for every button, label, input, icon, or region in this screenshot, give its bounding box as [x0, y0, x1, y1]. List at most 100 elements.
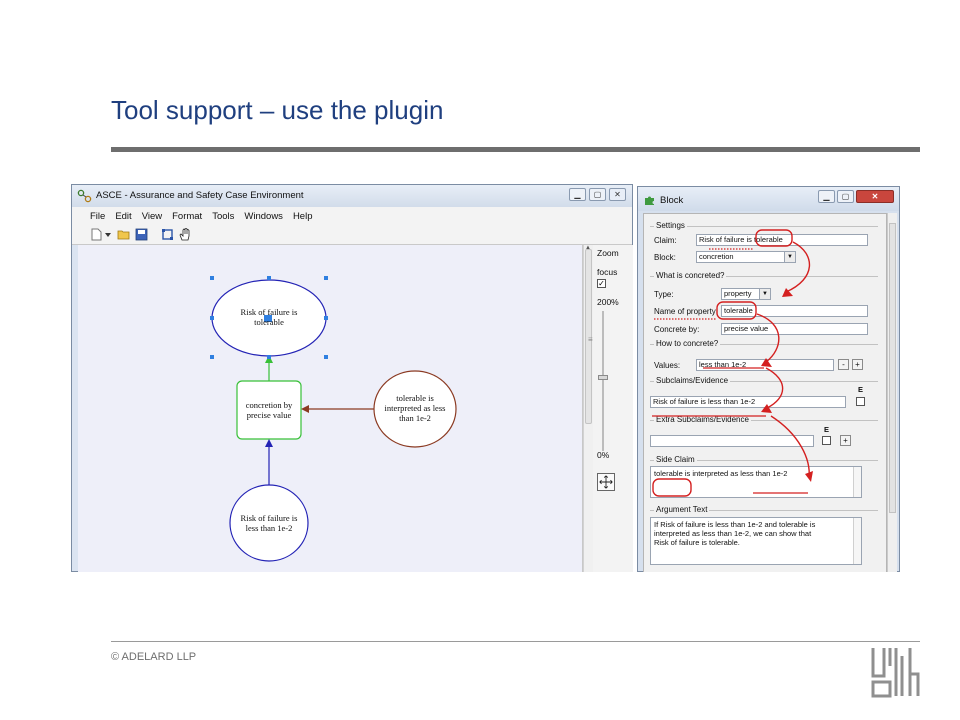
goal-bottom-node[interactable]: Risk of failure is less than 1e-2: [240, 513, 298, 533]
scroll-up-arrow-icon[interactable]: ▲: [585, 245, 591, 251]
claim-field[interactable]: Risk of failure is tolerable: [696, 234, 868, 246]
close-button[interactable]: ✕: [609, 188, 626, 201]
canvas-scroll-thumb[interactable]: ≡: [585, 249, 593, 424]
subclaims-group: Subclaims/Evidence: [650, 376, 878, 385]
canvas-vertical-scrollbar[interactable]: ▲ ≡: [583, 245, 593, 572]
claim-label: Claim:: [654, 236, 677, 245]
zoom-focus-checkbox[interactable]: ✓: [597, 279, 606, 288]
chevron-down-icon: ▼: [759, 289, 770, 299]
add-value-button[interactable]: +: [852, 359, 863, 370]
what-legend: What is concreted?: [654, 271, 727, 280]
argument-textarea[interactable]: If Risk of failure is less than 1e-2 and…: [650, 517, 862, 565]
argument-scrollbar[interactable]: [853, 518, 861, 564]
extra-evidence-label: E: [824, 425, 830, 434]
grip-icon: ≡: [588, 335, 593, 344]
dialog-scrollbar[interactable]: [887, 213, 897, 572]
extra-group: Extra Subclaims/Evidence: [650, 415, 878, 424]
zoom-max-label: 200%: [597, 297, 619, 307]
subclaims-evidence-label: E: [858, 385, 864, 394]
block-dialog-body: Settings Claim: Risk of failure is toler…: [643, 213, 887, 572]
open-folder-icon[interactable]: [117, 228, 130, 241]
asce-window-controls: ▁ ▢ ✕: [569, 188, 626, 201]
settings-legend: Settings: [654, 221, 687, 230]
fit-to-window-icon[interactable]: [597, 473, 615, 491]
zoom-slider-track[interactable]: [602, 311, 604, 451]
asce-titlebar[interactable]: ASCE - Assurance and Safety Case Environ…: [72, 185, 632, 207]
property-name-field[interactable]: tolerable: [721, 305, 868, 317]
new-document-icon[interactable]: [90, 228, 103, 241]
block-dialog: Block ▁ ▢ ✕ Settings Claim: Risk of fail…: [637, 186, 900, 572]
adelard-logo-icon: [871, 648, 920, 698]
concrete-by-field[interactable]: precise value: [721, 323, 868, 335]
context-node[interactable]: tolerable is interpreted as less than 1e…: [384, 393, 446, 423]
block-label: Block:: [654, 253, 676, 262]
property-name-label: Name of property:: [654, 307, 719, 316]
side-claim-textarea[interactable]: tolerable is interpreted as less than 1e…: [650, 466, 862, 498]
puzzle-piece-icon: [645, 196, 654, 205]
dropdown-arrow-icon[interactable]: [104, 228, 112, 241]
save-icon[interactable]: [135, 228, 148, 241]
menu-help[interactable]: Help: [292, 210, 313, 222]
argument-group: Argument Text: [650, 505, 878, 514]
menu-windows[interactable]: Windows: [244, 210, 283, 222]
zoom-panel: Zoom focus ✓ 200% 0%: [593, 245, 633, 572]
title-underline: [111, 147, 920, 152]
argument-line-2: interpreted as less than 1e-2, we can sh…: [654, 529, 812, 538]
values-field[interactable]: less than 1e-2: [696, 359, 834, 371]
zoom-legend: Zoom: [597, 248, 619, 258]
side-claim-scrollbar[interactable]: [853, 467, 861, 497]
values-label: Values:: [654, 361, 681, 370]
strategy-node[interactable]: concretion by precise value: [245, 400, 293, 420]
maximize-button[interactable]: ▢: [589, 188, 606, 201]
block-dialog-title: Block: [660, 195, 684, 206]
block-dialog-controls: ▁ ▢ ✕: [818, 190, 894, 203]
subclaim-evidence-checkbox[interactable]: [856, 397, 865, 406]
extra-evidence-checkbox[interactable]: [822, 436, 831, 445]
menu-view[interactable]: View: [141, 210, 163, 222]
dialog-close-button[interactable]: ✕: [856, 190, 894, 203]
footer-copyright: © ADELARD LLP: [111, 651, 197, 663]
argument-line-3: Risk of failure is tolerable.: [654, 538, 740, 547]
menu-edit[interactable]: Edit: [115, 210, 132, 222]
what-group: What is concreted?: [650, 271, 878, 280]
side-claim-text: tolerable is interpreted as less than 1e…: [654, 469, 788, 478]
asce-window-title: ASCE - Assurance and Safety Case Environ…: [96, 190, 304, 201]
chevron-down-icon: ▼: [784, 252, 795, 262]
block-dialog-titlebar[interactable]: Block ▁ ▢ ✕: [638, 187, 899, 211]
dialog-minimize-button[interactable]: ▁: [818, 190, 835, 203]
subclaims-legend: Subclaims/Evidence: [654, 376, 731, 385]
dialog-maximize-button[interactable]: ▢: [837, 190, 854, 203]
pan-hand-icon[interactable]: [178, 228, 192, 241]
menu-file[interactable]: File: [90, 210, 106, 222]
minimize-button[interactable]: ▁: [569, 188, 586, 201]
type-select-value: property: [724, 289, 752, 298]
select-icon[interactable]: [161, 228, 174, 241]
screenshot-region: ASCE - Assurance and Safety Case Environ…: [71, 184, 901, 572]
menu-bar: File Edit View Format Tools Windows Help: [72, 207, 632, 225]
zoom-min-label: 0%: [597, 450, 610, 460]
block-select[interactable]: concretion ▼: [696, 251, 796, 263]
extra-subclaim-field[interactable]: [650, 435, 814, 447]
selection-handles: [210, 276, 328, 359]
menu-tools[interactable]: Tools: [212, 210, 235, 222]
extra-legend: Extra Subclaims/Evidence: [654, 415, 751, 424]
diagram-canvas[interactable]: Risk of failure is tolerable concretion …: [78, 245, 583, 572]
argument-line-1: If Risk of failure is less than 1e-2 and…: [654, 520, 816, 529]
goal-top-node[interactable]: Risk of failure is tolerable: [240, 307, 298, 327]
type-select[interactable]: property ▼: [721, 288, 771, 300]
how-group: How to concrete?: [650, 339, 878, 348]
zoom-focus-label: focus: [597, 267, 618, 277]
side-claim-group: Side Claim: [650, 455, 878, 464]
zoom-slider-knob[interactable]: [598, 375, 608, 380]
asce-app-icon: [77, 189, 92, 203]
subclaim-field[interactable]: Risk of failure is less than 1e-2: [650, 396, 846, 408]
concrete-by-label: Concrete by:: [654, 325, 700, 334]
menu-format[interactable]: Format: [172, 210, 203, 222]
add-extra-subclaim-button[interactable]: +: [840, 435, 851, 446]
settings-group: Settings: [650, 221, 878, 268]
remove-value-button[interactable]: -: [838, 359, 849, 370]
block-select-value: concretion: [699, 252, 734, 261]
dialog-scroll-thumb[interactable]: [889, 223, 896, 513]
how-legend: How to concrete?: [654, 339, 721, 348]
toolbar: [72, 225, 632, 245]
